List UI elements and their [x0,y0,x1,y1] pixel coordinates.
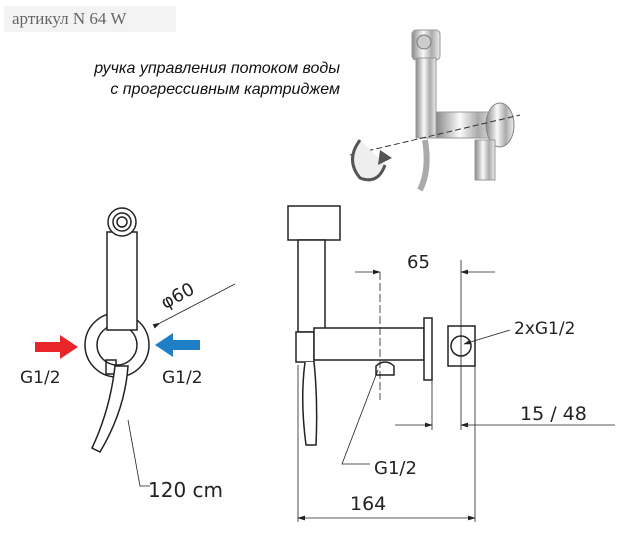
dim-15-48: 15 / 48 [520,403,587,425]
handle-annotation: ручка управления потоком воды с прогресс… [94,58,340,100]
front-view [84,207,236,487]
svg-text:φ60: φ60 [158,279,199,314]
dim-65: 65 [407,252,430,273]
rotate-arrow-icon [351,139,387,182]
product-photo [349,29,521,192]
connection-label: 2xG1/2 [514,319,575,339]
hose-length-label: 120 cm [148,478,223,502]
cold-inlet-arrow-icon [155,333,200,357]
article-label: артикул N 64 W [4,6,176,32]
hot-inlet-arrow-icon [35,335,78,359]
outlet-label: G1/2 [374,458,417,479]
annotation-line-2: с прогрессивным картриджем [110,81,340,98]
side-view [287,205,615,522]
hot-inlet-label: G1/2 [20,368,61,388]
dim-164: 164 [350,493,386,515]
cold-inlet-label: G1/2 [162,368,203,388]
annotation-line-1: ручка управления потоком воды [94,60,340,77]
